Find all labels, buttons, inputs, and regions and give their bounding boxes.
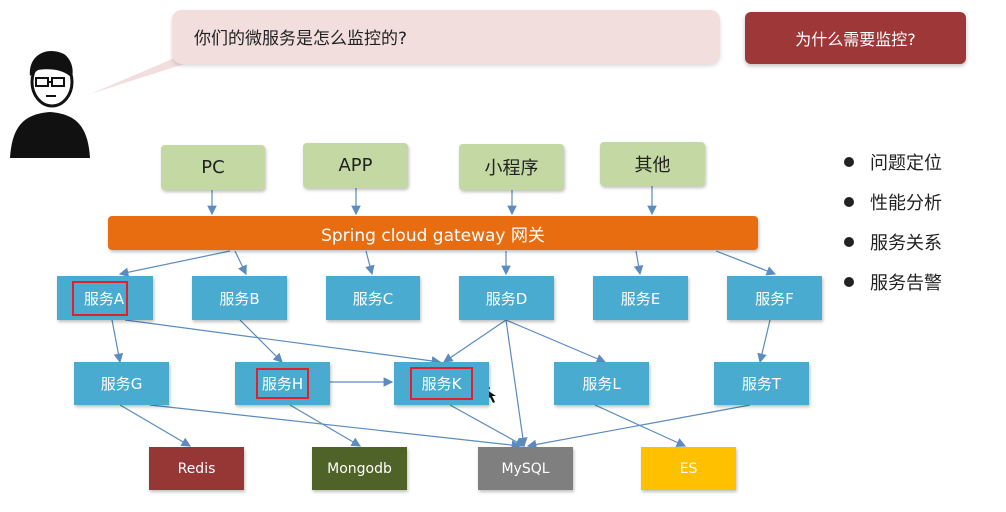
client-miniprogram: 小程序 [459,144,564,190]
service-g: 服务G [74,362,169,405]
client-label: PC [201,157,225,178]
store-label: MySQL [501,460,550,477]
service-label: 服务G [100,375,143,393]
why-monitor-box: 为什么需要监控? [745,12,966,64]
service-label: 服务D [485,289,528,308]
service-label: 服务F [755,289,794,308]
store-label: Redis [177,460,216,477]
reason-item: 服务关系 [842,222,1002,262]
service-a: 服务A [57,276,153,320]
service-h-label: 服务H [255,368,310,399]
client-label: APP [338,155,373,176]
gateway-bar: Spring cloud gateway 网关 [108,216,758,250]
reason-item: 性能分析 [842,182,1002,222]
question-text: 你们的微服务是怎么监控的? [194,29,408,49]
service-a-label: 服务A [71,280,129,316]
gateway-label: Spring cloud gateway 网关 [321,225,545,246]
service-h: 服务H [235,362,330,405]
service-label: 服务L [582,375,621,393]
reason-label: 服务告警 [870,273,942,294]
client-other: 其他 [600,142,705,186]
client-pc: PC [161,145,265,190]
speech-bubble: 你们的微服务是怎么监控的? [172,10,720,64]
store-es: ES [641,447,736,490]
reason-label: 性能分析 [870,193,942,214]
reasons-list: 问题定位 性能分析 服务关系 服务告警 [842,142,1002,302]
store-mongodb: Mongodb [312,447,407,490]
store-redis: Redis [149,447,244,490]
client-label: 小程序 [484,158,539,179]
service-e: 服务E [593,276,688,320]
why-monitor-text: 为什么需要监控? [795,30,916,49]
bullet-icon [844,157,854,167]
bullet-icon [844,277,854,287]
reason-item: 服务告警 [842,262,1002,302]
service-k: 服务K [394,362,489,405]
store-mysql: MySQL [478,447,573,490]
bullet-icon [844,197,854,207]
reason-item: 问题定位 [842,142,1002,182]
service-l: 服务L [554,362,649,405]
service-label: 服务B [219,289,260,308]
reason-label: 服务关系 [870,233,942,254]
speech-bubble-tail [90,48,198,94]
service-k-label: 服务K [409,367,474,400]
service-label: 服务C [352,289,394,308]
store-label: Mongodb [327,460,392,477]
service-d: 服务D [459,276,554,320]
service-c: 服务C [326,276,420,320]
client-app: APP [303,143,408,188]
reason-label: 问题定位 [870,153,942,174]
service-b: 服务B [192,276,287,320]
bullet-icon [844,237,854,247]
service-label: 服务T [741,375,782,393]
client-label: 其他 [634,155,671,176]
service-label: 服务E [620,289,661,308]
store-label: ES [679,460,698,477]
service-t: 服务T [714,362,809,405]
service-f: 服务F [727,276,822,320]
speaker-avatar [8,40,92,160]
